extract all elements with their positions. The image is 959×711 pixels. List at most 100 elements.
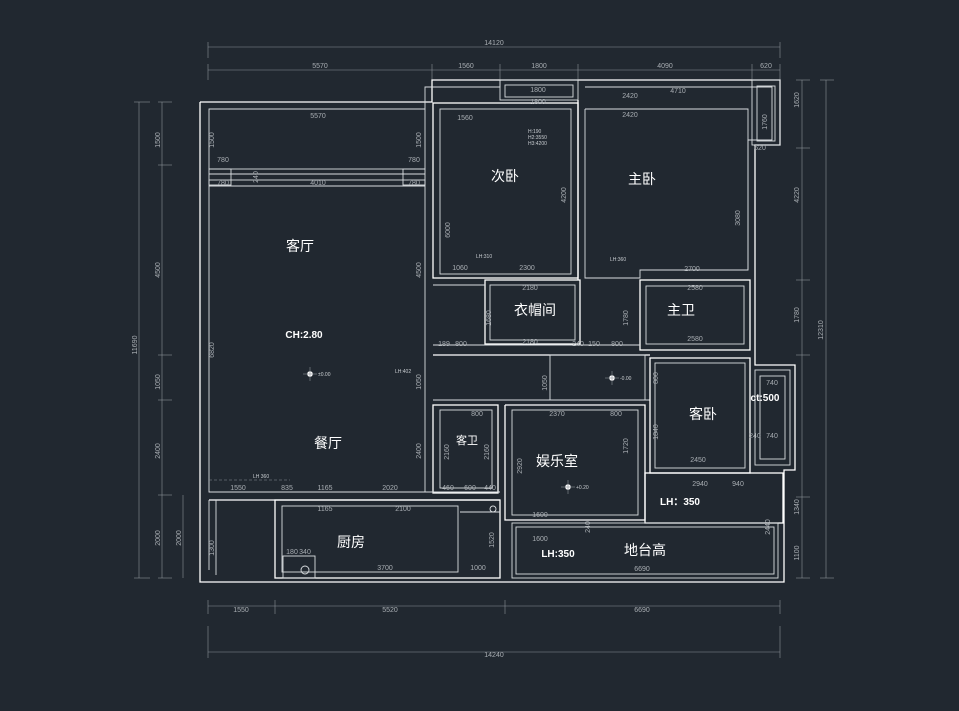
- dim-left-5: 2000: [155, 530, 162, 546]
- dim-mb-620: 620: [754, 145, 766, 152]
- dim-cl-1680: 1680: [486, 310, 493, 326]
- dim-mb-1760: 1760: [762, 114, 769, 130]
- label-guest-bedroom: 客卧: [689, 406, 717, 423]
- note-sb-3: H3:4200: [528, 141, 547, 147]
- dim-gr-800: 800: [653, 372, 660, 384]
- dim-mb-3080: 3080: [735, 210, 742, 226]
- dim-bottom-2: 5520: [382, 607, 398, 614]
- dim-mid-800: 800: [455, 341, 467, 348]
- dim-pl-6690: 6690: [634, 566, 650, 573]
- dim-gr-740a: 740: [766, 380, 778, 387]
- label-master-bedroom: 主卧: [628, 172, 656, 188]
- dim-lv-240: 240: [253, 171, 260, 183]
- label-cloakroom: 衣帽间: [514, 303, 556, 319]
- label-ceiling-height: CH:2.80: [285, 330, 323, 341]
- dim-dn-1550: 1550: [230, 485, 246, 492]
- dim-right-1: 1620: [794, 92, 801, 108]
- dim-sb-1060: 1060: [452, 265, 468, 272]
- dim-er-1600a: 1600: [532, 512, 548, 519]
- dim-mb-2420a: 2420: [622, 93, 638, 100]
- dim-gr-740b: 740: [766, 433, 778, 440]
- dim-right-total: 12310: [818, 320, 825, 340]
- label-ct500: ct:500: [751, 393, 780, 404]
- dim-lv-2400: 2400: [416, 443, 423, 459]
- dim-lv-s3: 780: [217, 180, 229, 187]
- dim-k-340: 340: [299, 549, 311, 556]
- level-mark-living: ±0.00: [303, 367, 331, 381]
- dim-sb-1800: 1800: [530, 87, 546, 94]
- dim-mid-800b: 800: [611, 341, 623, 348]
- dim-lv-s2: 780: [408, 157, 420, 164]
- dim-top-4: 4090: [657, 63, 673, 70]
- dim-bath-2580a: 2580: [687, 285, 703, 292]
- dim-pl-940: 940: [732, 481, 744, 488]
- dim-bottom-1: 1550: [233, 607, 249, 614]
- dim-gb-800: 800: [471, 411, 483, 418]
- dim-er-240: 240: [585, 521, 592, 533]
- inner-dimensions: 5570 780 780 780 780 4010 1500 1500 240 …: [209, 87, 778, 573]
- dim-lv-1500a: 1500: [209, 132, 216, 148]
- dim-dn-1165a: 1165: [317, 485, 332, 492]
- level-entertainment-text: +0.20: [576, 485, 589, 491]
- dim-top-1: 5570: [312, 63, 328, 70]
- dim-kt-3700: 3700: [377, 565, 393, 572]
- dim-pl-2440: 2440: [765, 519, 772, 535]
- label-second-bedroom: 次卧: [491, 169, 519, 185]
- dim-dn-2100: 2100: [395, 506, 411, 513]
- label-living-room: 客厅: [286, 238, 314, 255]
- dim-mid-150: 150: [588, 341, 600, 348]
- dim-lv-4500: 4500: [416, 262, 423, 278]
- dim-mid-189: 189: [438, 341, 450, 348]
- dim-gb-600: 600: [464, 485, 476, 492]
- dim-cl-2180a: 2180: [522, 285, 538, 292]
- dim-top-5: 620: [760, 63, 772, 70]
- label-entertainment-room: 娱乐室: [536, 453, 578, 470]
- dim-sb-1560: 1560: [457, 115, 473, 122]
- note-sb-1: H:190: [528, 129, 542, 135]
- level-mark-entertainment: +0.20: [561, 480, 589, 494]
- dim-gr-240: 240: [749, 433, 761, 440]
- dim-top-2: 1560: [458, 63, 474, 70]
- dim-gb-2160a: 2160: [444, 444, 451, 460]
- dim-sb-1800b: 1800: [530, 99, 546, 106]
- dim-cl-2180b: 2180: [522, 339, 538, 346]
- note-sb-2: H2:3550: [528, 135, 547, 141]
- dim-mb-2700: 2700: [684, 266, 700, 273]
- dim-gb-460: 460: [442, 485, 454, 492]
- dim-lv-h: 6820: [209, 342, 216, 358]
- label-platform-height: 地台高: [624, 542, 666, 559]
- dim-lv-s4: 780: [408, 180, 420, 187]
- dim-left-1: 1500: [155, 132, 162, 148]
- dim-gr-2450: 2450: [690, 457, 706, 464]
- dim-kt-1000: 1000: [470, 565, 486, 572]
- label-lh350-lower: LH:350: [541, 549, 575, 560]
- dim-left-3: 1050: [155, 374, 162, 390]
- level-mark-corridor: -0.00: [605, 371, 632, 385]
- dim-dn-1165b: 1165: [317, 506, 332, 513]
- dimension-lines: [134, 42, 834, 658]
- dim-mb-4710: 4710: [670, 88, 686, 95]
- dim-top-3: 1800: [531, 63, 547, 70]
- dim-right-3: 1780: [794, 307, 801, 323]
- dim-left-total: 11690: [132, 335, 139, 354]
- dim-dn-2020: 2020: [382, 485, 398, 492]
- dim-k-180: 180: [286, 549, 298, 556]
- label-lh350-platform: LH：350: [660, 497, 700, 508]
- dim-gb-2160b: 2160: [484, 444, 491, 460]
- dim-bottom-3: 6690: [634, 607, 650, 614]
- dim-mid-240: 240: [572, 341, 584, 348]
- label-master-bath: 主卫: [667, 303, 695, 319]
- level-living-text: ±0.00: [318, 372, 331, 378]
- note-lh360: LH:360: [610, 257, 626, 263]
- dimension-texts: 14120 5570 1560 1800 4090 620 1550 5520 …: [132, 40, 825, 659]
- room-labels: 客厅 CH:2.80 餐厅 次卧 主卧 衣帽间 主卫 客卫 客卧 ct:500 …: [285, 169, 780, 560]
- dim-dn-835: 835: [281, 485, 293, 492]
- note-lh402: LH:402: [395, 369, 411, 375]
- dim-lv-w: 4010: [310, 180, 326, 187]
- level-corridor-text: -0.00: [620, 376, 632, 382]
- note-lh360-dining: LH 360: [253, 474, 269, 480]
- dim-right-2: 4220: [794, 187, 801, 203]
- dim-mb-2420b: 2420: [622, 112, 638, 119]
- dim-top-total: 14120: [484, 40, 504, 47]
